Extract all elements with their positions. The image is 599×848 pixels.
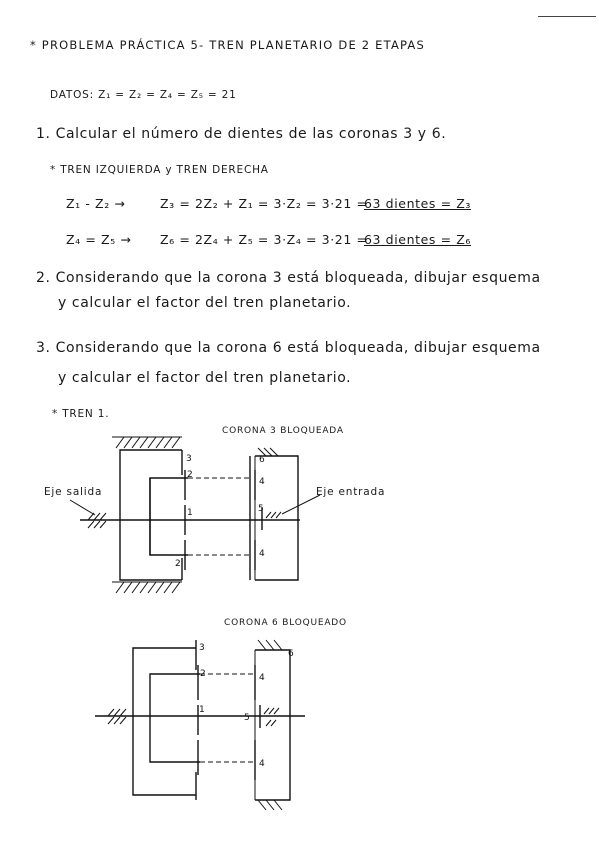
d1-label-4a: 4 — [259, 477, 265, 487]
d2-label-5: 5 — [244, 713, 250, 723]
top-rule — [538, 16, 596, 17]
question-1: 1. Calcular el número de dientes de las … — [36, 126, 447, 142]
d2-label-2: 2 — [200, 669, 206, 679]
d2-label-1: 1 — [199, 705, 205, 715]
eq1-result: 63 dientes = Z₃ — [364, 196, 471, 211]
diagram1-schematic: 3 2 1 2 6 4 5 4 — [69, 436, 321, 594]
diagram2-schematic: 3 2 1 6 4 5 4 — [95, 639, 305, 811]
d1-label-2b: 2 — [175, 559, 181, 569]
diagram1-caption: CORONA 3 BLOQUEADA — [222, 426, 344, 436]
d1-label-5: 5 — [258, 504, 264, 514]
question-2-line2: y calcular el factor del tren planetario… — [58, 295, 352, 311]
d2-label-4a: 4 — [259, 673, 265, 683]
d1-label-2a: 2 — [187, 470, 193, 480]
tren-1-heading: * TREN 1. — [52, 408, 110, 420]
solution-subheading: * TREN IZQUIERDA y TREN DERECHA — [50, 164, 269, 176]
d1-label-4b: 4 — [259, 549, 265, 559]
d1-label-6: 6 — [259, 455, 265, 465]
page-title: * PROBLEMA PRÁCTICA 5- TREN PLANETARIO D… — [30, 38, 425, 52]
eq2-result: 63 dientes = Z₆ — [364, 232, 471, 247]
d1-label-1: 1 — [187, 508, 193, 518]
eq1-rhs: Z₃ = 2Z₂ + Z₁ = 3·Z₂ = 3·21 = — [160, 196, 368, 211]
question-2-line1: 2. Considerando que la corona 3 está blo… — [36, 270, 541, 286]
eje-salida-label: Eje salida — [44, 486, 103, 498]
eq1-lhs: Z₁ - Z₂ → — [66, 196, 126, 211]
eq2-lhs: Z₄ = Z₅ → — [66, 232, 132, 247]
d2-label-4b: 4 — [259, 759, 265, 769]
eje-entrada-label: Eje entrada — [316, 486, 386, 498]
question-3-line2: y calcular el factor del tren planetario… — [58, 370, 352, 386]
datos-line: DATOS: Z₁ = Z₂ = Z₄ = Z₅ = 21 — [50, 89, 237, 101]
question-3-line1: 3. Considerando que la corona 6 está blo… — [36, 340, 541, 356]
diagram2-caption: CORONA 6 BLOQUEADO — [224, 618, 347, 628]
d1-label-3: 3 — [186, 454, 192, 464]
eq2-rhs: Z₆ = 2Z₄ + Z₅ = 3·Z₄ = 3·21 = — [160, 232, 368, 247]
d2-label-6: 6 — [288, 649, 294, 659]
d2-label-3: 3 — [199, 643, 205, 653]
